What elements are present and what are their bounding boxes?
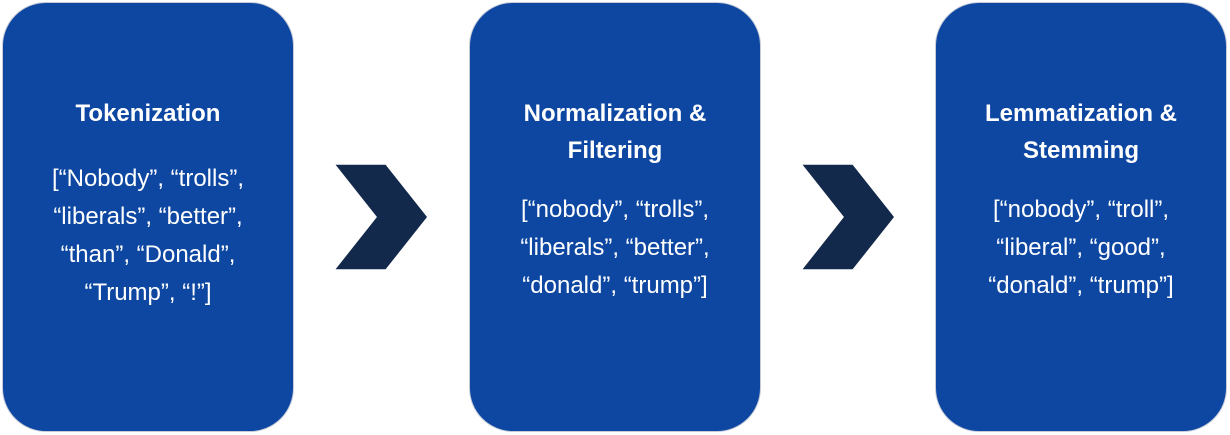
stage-title: Tokenization [75,100,221,127]
chevron-right-arrow [800,163,896,271]
token-list: [“nobody”, “trolls”, “liberals”, “better… [520,196,710,299]
chevron-right-arrow [333,163,429,271]
stage-normalization-filtering: Normalization & Filtering [“nobody”, “tr… [469,2,761,432]
stage-content: Normalization & Filtering [“nobody”, “tr… [470,95,760,305]
stage-lemmatization-stemming: Lemmatization & Stemming [“nobody”, “tro… [935,2,1227,432]
stage-title: Lemmatization & Stemming [984,100,1178,164]
stage-content: Tokenization [“Nobody”, “trolls”, “liber… [3,95,293,312]
stage-title: Normalization & Filtering [523,100,707,164]
token-list: [“Nobody”, “trolls”, “liberals”, “better… [51,165,245,306]
stage-tokenization: Tokenization [“Nobody”, “trolls”, “liber… [2,2,294,432]
stage-content: Lemmatization & Stemming [“nobody”, “tro… [936,95,1226,305]
token-list: [“nobody”, “troll”, “liberal”, “good”, “… [988,196,1174,299]
